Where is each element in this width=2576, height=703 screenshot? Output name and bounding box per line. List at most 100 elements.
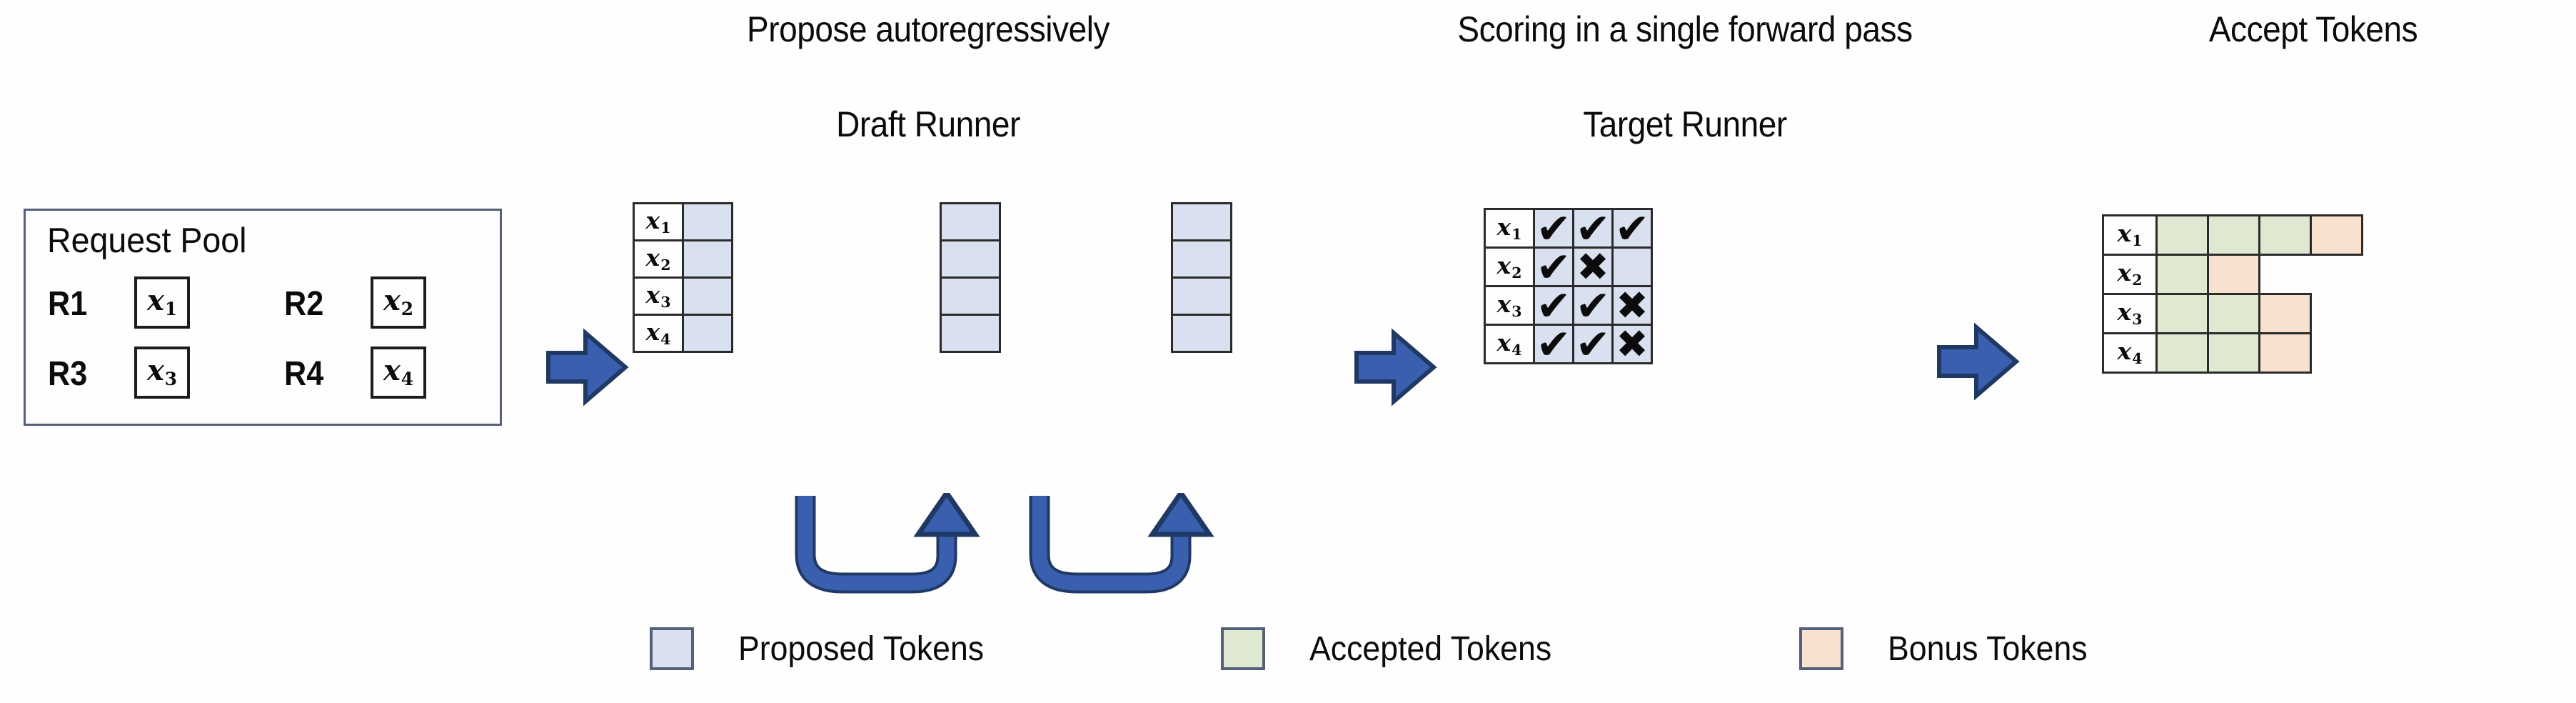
header-scoring-single-forward-pass: Scoring in a single forward pass	[1457, 9, 1913, 49]
draft-cell-x3-s3	[1171, 276, 1232, 316]
check-icon: ✔	[1575, 204, 1611, 253]
accept-cell-x1-1	[2155, 214, 2209, 256]
header-propose-autoregressively: Propose autoregressively	[746, 9, 1110, 49]
draft-cell-x3-s2	[940, 276, 1001, 316]
draft-cell-x4-s2	[940, 314, 1001, 353]
accept-cell-x2-2-bonus	[2207, 254, 2260, 295]
target-row-label-x1: x1	[1484, 208, 1535, 249]
check-icon: ✔	[1536, 204, 1571, 253]
draft-cell-x2-s1	[682, 239, 733, 279]
accept-row-x4: x4	[2102, 332, 2312, 374]
target-cell-x3-s2: ✔	[1572, 285, 1614, 326]
check-icon: ✔	[1536, 319, 1571, 369]
legend-item-bonus: Bonus Tokens	[1799, 627, 2103, 670]
legend-swatch-proposed	[650, 627, 694, 670]
accept-row-label-x1: x1	[2102, 214, 2158, 256]
check-icon: ✔	[1575, 319, 1611, 369]
cross-icon: ✖	[1616, 321, 1649, 367]
accept-row-x2: x2	[2102, 254, 2260, 295]
check-icon: ✔	[1536, 242, 1571, 291]
request-token-box-r3: x3	[134, 346, 190, 399]
target-cell-x1-s1: ✔	[1533, 208, 1574, 249]
draft-cell-x1-s3	[1171, 202, 1232, 241]
legend: Proposed Tokens Accepted Tokens Bonus To…	[0, 614, 2576, 693]
draft-cell-x4-s1	[682, 314, 733, 353]
target-to-accept-arrow	[1937, 322, 2020, 401]
check-icon: ✔	[1536, 281, 1571, 330]
draft-cell-x2-s3	[1171, 239, 1232, 279]
draft-row-label-x3: x3	[633, 276, 684, 316]
legend-label-proposed: Proposed Tokens	[738, 629, 985, 668]
draft-cell-x2-s2	[940, 239, 1001, 279]
draft-row-x3: x3	[633, 276, 733, 316]
legend-label-bonus: Bonus Tokens	[1888, 629, 2088, 668]
accept-cell-x4-2	[2207, 332, 2260, 374]
cross-icon: ✖	[1616, 282, 1649, 328]
check-icon: ✔	[1575, 281, 1611, 330]
target-cell-x3-s1: ✔	[1533, 285, 1574, 326]
token-x3: x3	[146, 354, 178, 390]
draft-to-target-arrow	[1354, 328, 1437, 407]
accept-row-label-x3: x3	[2102, 293, 2158, 334]
target-cell-x4-s3: ✖	[1611, 324, 1653, 364]
draft-cell-x3-s1	[682, 276, 733, 316]
target-row-label-x3: x3	[1484, 285, 1535, 326]
request-label-r2: R2	[284, 285, 324, 323]
accept-row-label-x2: x2	[2102, 254, 2158, 295]
autoregressive-feedback-arrow-2	[1029, 493, 1214, 594]
target-cell-x4-s1: ✔	[1533, 319, 1574, 369]
draft-cell-x4-s3	[1171, 314, 1232, 353]
legend-swatch-bonus	[1799, 627, 1843, 670]
header-target-runner: Target Runner	[1583, 104, 1787, 144]
target-cell-x3-s3: ✖	[1611, 285, 1653, 326]
legend-item-proposed: Proposed Tokens	[650, 627, 1002, 670]
accept-cell-x3-1	[2155, 293, 2209, 334]
draft-row-x1: x1	[633, 202, 733, 241]
draft-cell-x1-s1	[682, 202, 733, 241]
target-row-label-x4: x4	[1484, 324, 1535, 364]
request-token-box-r4: x4	[371, 346, 426, 399]
autoregressive-feedback-arrow-1	[795, 493, 980, 594]
token-x4: x4	[383, 354, 414, 390]
accept-row-label-x4: x4	[2102, 332, 2158, 374]
accept-row-x1: x1	[2102, 214, 2363, 256]
request-token-box-r1: x1	[134, 276, 190, 329]
target-row-label-x2: x2	[1484, 246, 1535, 287]
accept-cell-x3-2	[2207, 293, 2260, 334]
accept-cell-x2-1	[2155, 254, 2209, 295]
accept-cell-x4-3-bonus	[2258, 332, 2312, 374]
cross-icon: ✖	[1576, 244, 1609, 289]
header-accept-tokens: Accept Tokens	[2208, 9, 2418, 49]
legend-label-accepted: Accepted Tokens	[1309, 629, 1552, 668]
request-label-r1: R1	[48, 285, 88, 323]
accept-cell-x1-2	[2207, 214, 2260, 256]
draft-row-x2: x2	[633, 239, 733, 279]
target-cell-x4-s2: ✔	[1572, 319, 1614, 369]
request-label-r3: R3	[48, 355, 88, 393]
draft-row-label-x2: x2	[633, 239, 684, 279]
target-cell-x1-s2: ✔	[1572, 208, 1614, 249]
draft-row-label-x1: x1	[633, 202, 684, 241]
target-cell-x2-s3	[1611, 246, 1653, 287]
header-draft-runner: Draft Runner	[836, 104, 1020, 144]
token-x2: x2	[383, 284, 414, 320]
check-icon: ✔	[1614, 204, 1650, 253]
accept-cell-x4-1	[2155, 332, 2209, 374]
target-row-x4: x4 ✔ ✔ ✖	[1484, 319, 1653, 369]
token-x1: x1	[146, 284, 178, 320]
legend-swatch-accepted	[1221, 627, 1265, 670]
pool-to-draft-arrow	[546, 328, 629, 407]
legend-item-accepted: Accepted Tokens	[1221, 627, 1570, 670]
request-pool-title: Request Pool	[47, 221, 247, 260]
accept-row-x3: x3	[2102, 293, 2312, 334]
request-label-r4: R4	[284, 355, 324, 393]
target-row-x1: x1 ✔ ✔ ✔	[1484, 204, 1653, 253]
target-row-x3: x3 ✔ ✔ ✖	[1484, 285, 1653, 326]
draft-row-x4: x4	[633, 314, 733, 353]
target-cell-x2-s2: ✖	[1572, 246, 1614, 287]
draft-cell-x1-s2	[940, 202, 1001, 241]
accept-cell-x1-4-bonus	[2310, 214, 2363, 256]
draft-row-label-x4: x4	[633, 314, 684, 353]
accept-cell-x1-3	[2258, 214, 2312, 256]
